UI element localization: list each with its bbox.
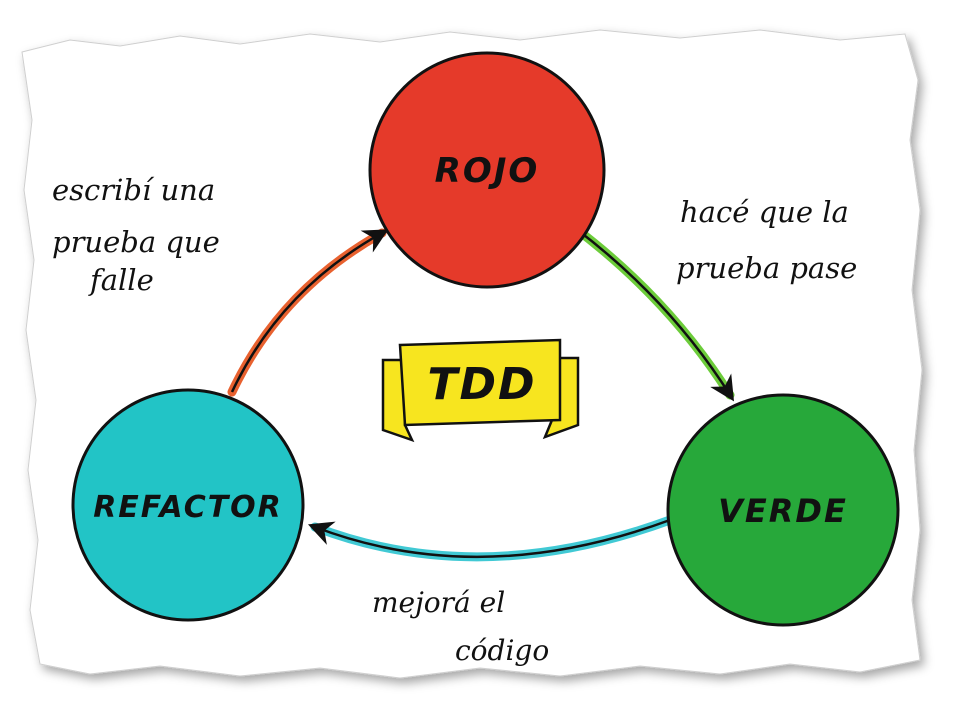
banner-main — [398, 338, 562, 427]
note-refactor: mejorá el código — [372, 586, 549, 667]
note-red-line3: falle — [88, 263, 154, 297]
refactor-label: REFACTOR — [93, 490, 283, 525]
note-red: escribí una prueba que falle — [52, 173, 220, 297]
note-refactor-line1: mejorá el — [372, 586, 505, 619]
note-red-line2: prueba que — [52, 225, 220, 259]
node-red: ROJO — [368, 51, 606, 289]
node-refactor: REFACTOR — [71, 388, 305, 622]
tdd-banner: TDD — [381, 338, 580, 443]
red-label: ROJO — [435, 151, 540, 191]
note-green: hacé que la prueba pase — [676, 195, 857, 285]
note-refactor-line2: código — [455, 634, 549, 667]
green-label: VERDE — [718, 492, 848, 530]
node-green: VERDE — [666, 393, 900, 627]
note-red-line1: escribí una — [52, 173, 215, 207]
red-circle — [368, 51, 606, 289]
note-green-line2: prueba pase — [676, 251, 857, 285]
note-green-line1: hacé que la — [680, 195, 849, 229]
refactor-circle — [71, 388, 305, 622]
arrow-green-to-refactor — [307, 515, 675, 562]
green-circle — [666, 393, 900, 627]
arrow-red-to-green — [570, 223, 735, 402]
tdd-title: TDD — [427, 359, 536, 410]
arrow-refactor-to-red — [227, 228, 389, 397]
